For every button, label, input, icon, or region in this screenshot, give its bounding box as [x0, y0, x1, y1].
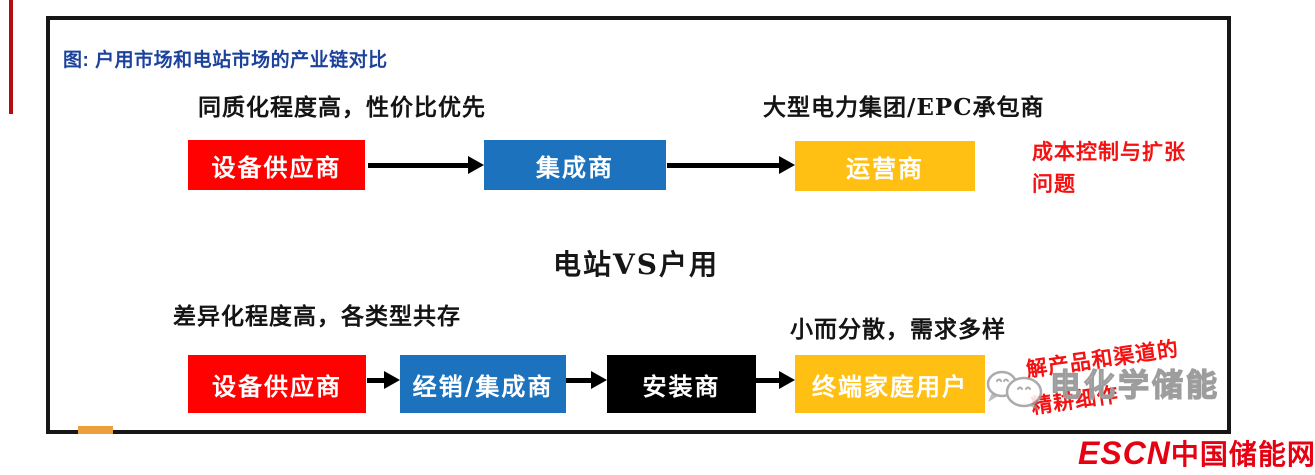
arrow-head-icon: [384, 371, 400, 389]
top-annotation-line2: 问题: [1032, 171, 1076, 196]
versus-label: 电站VS户用: [553, 248, 719, 281]
arrow-bottom-2: [566, 371, 607, 389]
arrow-shaft: [367, 377, 384, 383]
node-equipment-supplier-top: 设备供应商: [188, 140, 365, 190]
top-caption-left: 同质化程度高，性价比优先: [198, 94, 486, 121]
arrow-head-icon: [591, 371, 607, 389]
escn-logo: ESCN中国储能网: [1078, 433, 1315, 473]
top-caption-right: 大型电力集团/EPC承包商: [763, 94, 1045, 121]
node-end-household-user: 终端家庭用户: [795, 355, 985, 413]
watermark-text: 电化学储能: [1049, 367, 1220, 403]
arrow-shaft: [368, 162, 468, 168]
left-edge-red-line: [9, 0, 13, 114]
bottom-caption-left: 差异化程度高，各类型共存: [173, 303, 461, 330]
arrow-top-1: [368, 156, 484, 174]
node-equipment-supplier-bottom: 设备供应商: [188, 355, 366, 413]
node-distributor-integrator: 经销/集成商: [400, 355, 566, 413]
node-integrator-top: 集成商: [484, 140, 666, 190]
arrow-bottom-3: [756, 371, 795, 389]
orange-chip: [78, 426, 113, 434]
wechat-bubbles-icon: [982, 352, 1046, 417]
top-annotation-line1: 成本控制与扩张: [1032, 139, 1186, 164]
node-installer: 安装商: [607, 355, 756, 413]
escn-logo-en: ESCN: [1078, 435, 1171, 471]
arrow-bottom-1: [367, 371, 400, 389]
arrow-shaft: [667, 162, 779, 168]
top-annotation: 成本控制与扩张 问题: [1032, 136, 1186, 200]
arrow-head-icon: [779, 371, 795, 389]
arrow-top-2: [667, 156, 795, 174]
arrow-shaft: [756, 377, 779, 383]
arrow-head-icon: [779, 156, 795, 174]
escn-logo-zh: 中国储能网: [1170, 439, 1315, 470]
arrow-head-icon: [468, 156, 484, 174]
figure-title: 图: 户用市场和电站市场的产业链对比: [63, 50, 388, 71]
node-operator-top: 运营商: [795, 141, 975, 191]
arrow-shaft: [566, 377, 591, 383]
bottom-caption-right: 小而分散，需求多样: [790, 316, 1006, 343]
